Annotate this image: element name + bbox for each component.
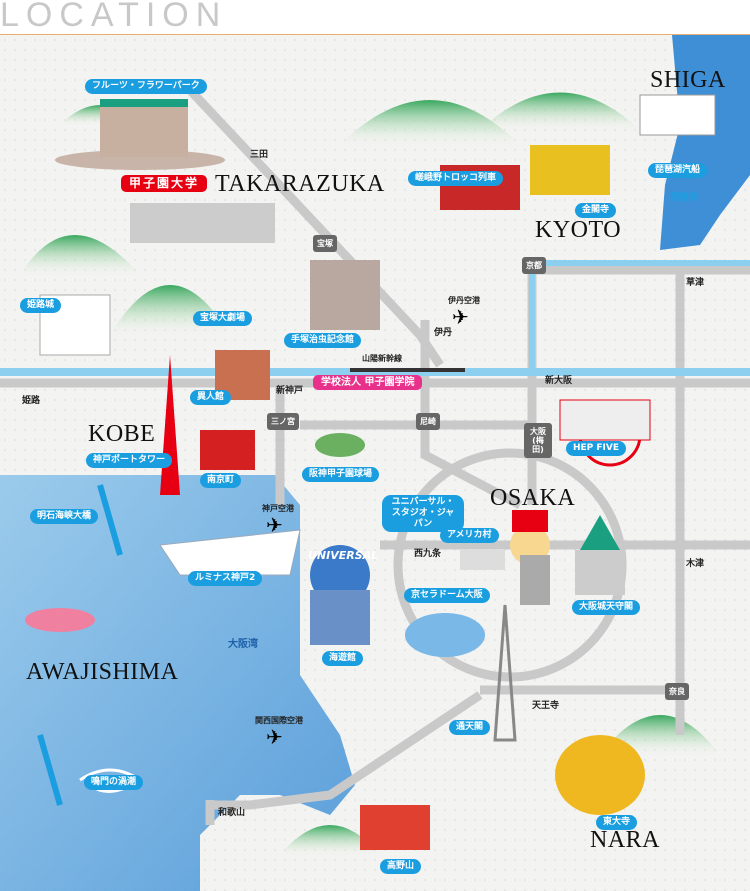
landmark-tsutenkaku[interactable]: 通天閣 [449, 720, 491, 735]
roads [0, 86, 750, 825]
landmark-koshien-univ[interactable]: 甲子園大学 [121, 175, 208, 192]
line-sanyo-shinkansen: 山陽新幹線 [362, 354, 402, 363]
station-sannomiya: 三ノ宮 [267, 413, 299, 430]
airport-kobe-label: 神戸空港 [262, 504, 294, 513]
station-nara: 奈良 [665, 683, 689, 700]
station-itami: 伊丹 [434, 328, 453, 338]
station-nishikujo: 西九条 [414, 549, 442, 559]
station-umeda: 大阪(梅田) [524, 423, 552, 458]
landmark-nankinmachi[interactable]: 南京町 [200, 473, 242, 488]
landmark-fruit-park[interactable]: フルーツ・フラワーパーク [85, 79, 207, 94]
region-nara: NARA [590, 827, 661, 853]
landmark-sagano[interactable]: 嵯峨野トロッコ列車 [408, 171, 504, 186]
region-shiga: SHIGA [650, 67, 726, 93]
landmark-usj[interactable]: ユニバーサル・スタジオ・ジャパン [382, 495, 464, 532]
station-kizu: 木津 [686, 559, 705, 569]
lake-biwa [660, 35, 750, 250]
station-kusatsu: 草津 [686, 278, 705, 288]
illustrated-map: SHIGA KYOTO TAKARAZUKA KOBE OSAKA AWAJIS… [0, 34, 750, 891]
landmark-koshien-stadium[interactable]: 阪神甲子園球場 [302, 467, 380, 482]
landmark-kaiyukan[interactable]: 海遊館 [322, 651, 364, 666]
station-takarazuka: 宝塚 [313, 235, 337, 252]
landmark-kyocera[interactable]: 京セラドーム大阪 [404, 588, 490, 603]
landmark-tezuka[interactable]: 手塚治虫記念館 [284, 333, 362, 348]
landmark-osaka-castle[interactable]: 大阪城天守閣 [572, 600, 641, 615]
landmark-koshien-gakuin[interactable]: 学校法人 甲子園学院 [313, 375, 423, 390]
airplane-icon: ✈ [266, 513, 283, 537]
station-sanda: 三田 [250, 150, 269, 160]
airport-kansai-label: 関西国際空港 [255, 716, 303, 725]
landmark-koyasan[interactable]: 高野山 [380, 859, 422, 874]
airplane-icon: ✈ [266, 725, 283, 749]
landmark-takarazuka-theater[interactable]: 宝塚大劇場 [193, 311, 253, 326]
station-wakayama: 和歌山 [218, 808, 246, 818]
station-kyoto: 京都 [522, 257, 546, 274]
landmark-kinkakuji[interactable]: 金閣寺 [575, 203, 617, 218]
region-kobe: KOBE [88, 421, 156, 447]
lake-biwa-label: 琵琶湖 [670, 193, 698, 203]
station-tennoji: 天王寺 [532, 701, 560, 711]
region-takarazuka: TAKARAZUKA [215, 171, 385, 197]
landmark-hep-five[interactable]: HEP FIVE [566, 441, 627, 456]
landmark-naruto[interactable]: 鳴門の渦潮 [84, 775, 144, 790]
landmark-port-tower[interactable]: 神戸ポートタワー [86, 453, 173, 468]
station-himeji: 姫路 [22, 396, 41, 406]
landmark-akashi-bridge[interactable]: 明石海峡大橋 [30, 509, 99, 524]
landmark-todaiji[interactable]: 東大寺 [596, 815, 638, 830]
universal-logo: UNIVERSAL [308, 549, 379, 562]
airport-itami-label: 伊丹空港 [448, 296, 480, 305]
region-awajishima: AWAJISHIMA [26, 659, 179, 685]
station-shin-kobe: 新神戸 [276, 386, 304, 396]
landmark-himeji-castle[interactable]: 姫路城 [20, 298, 62, 313]
landmark-ijinkan[interactable]: 異人館 [190, 390, 232, 405]
page-title: LOCATION [0, 0, 228, 34]
region-osaka: OSAKA [490, 485, 576, 511]
region-kyoto: KYOTO [535, 217, 622, 243]
station-amagasaki: 尼崎 [416, 413, 440, 430]
landmark-luminous[interactable]: ルミナス神戸2 [188, 571, 263, 586]
landmark-america-mura[interactable]: アメリカ村 [440, 528, 499, 543]
airplane-icon: ✈ [452, 305, 469, 329]
landmark-biwako-kisen[interactable]: 琵琶湖汽船 [648, 163, 708, 178]
station-shin-osaka: 新大阪 [545, 376, 573, 386]
sea-osaka-bay: 大阪湾 [228, 639, 258, 650]
